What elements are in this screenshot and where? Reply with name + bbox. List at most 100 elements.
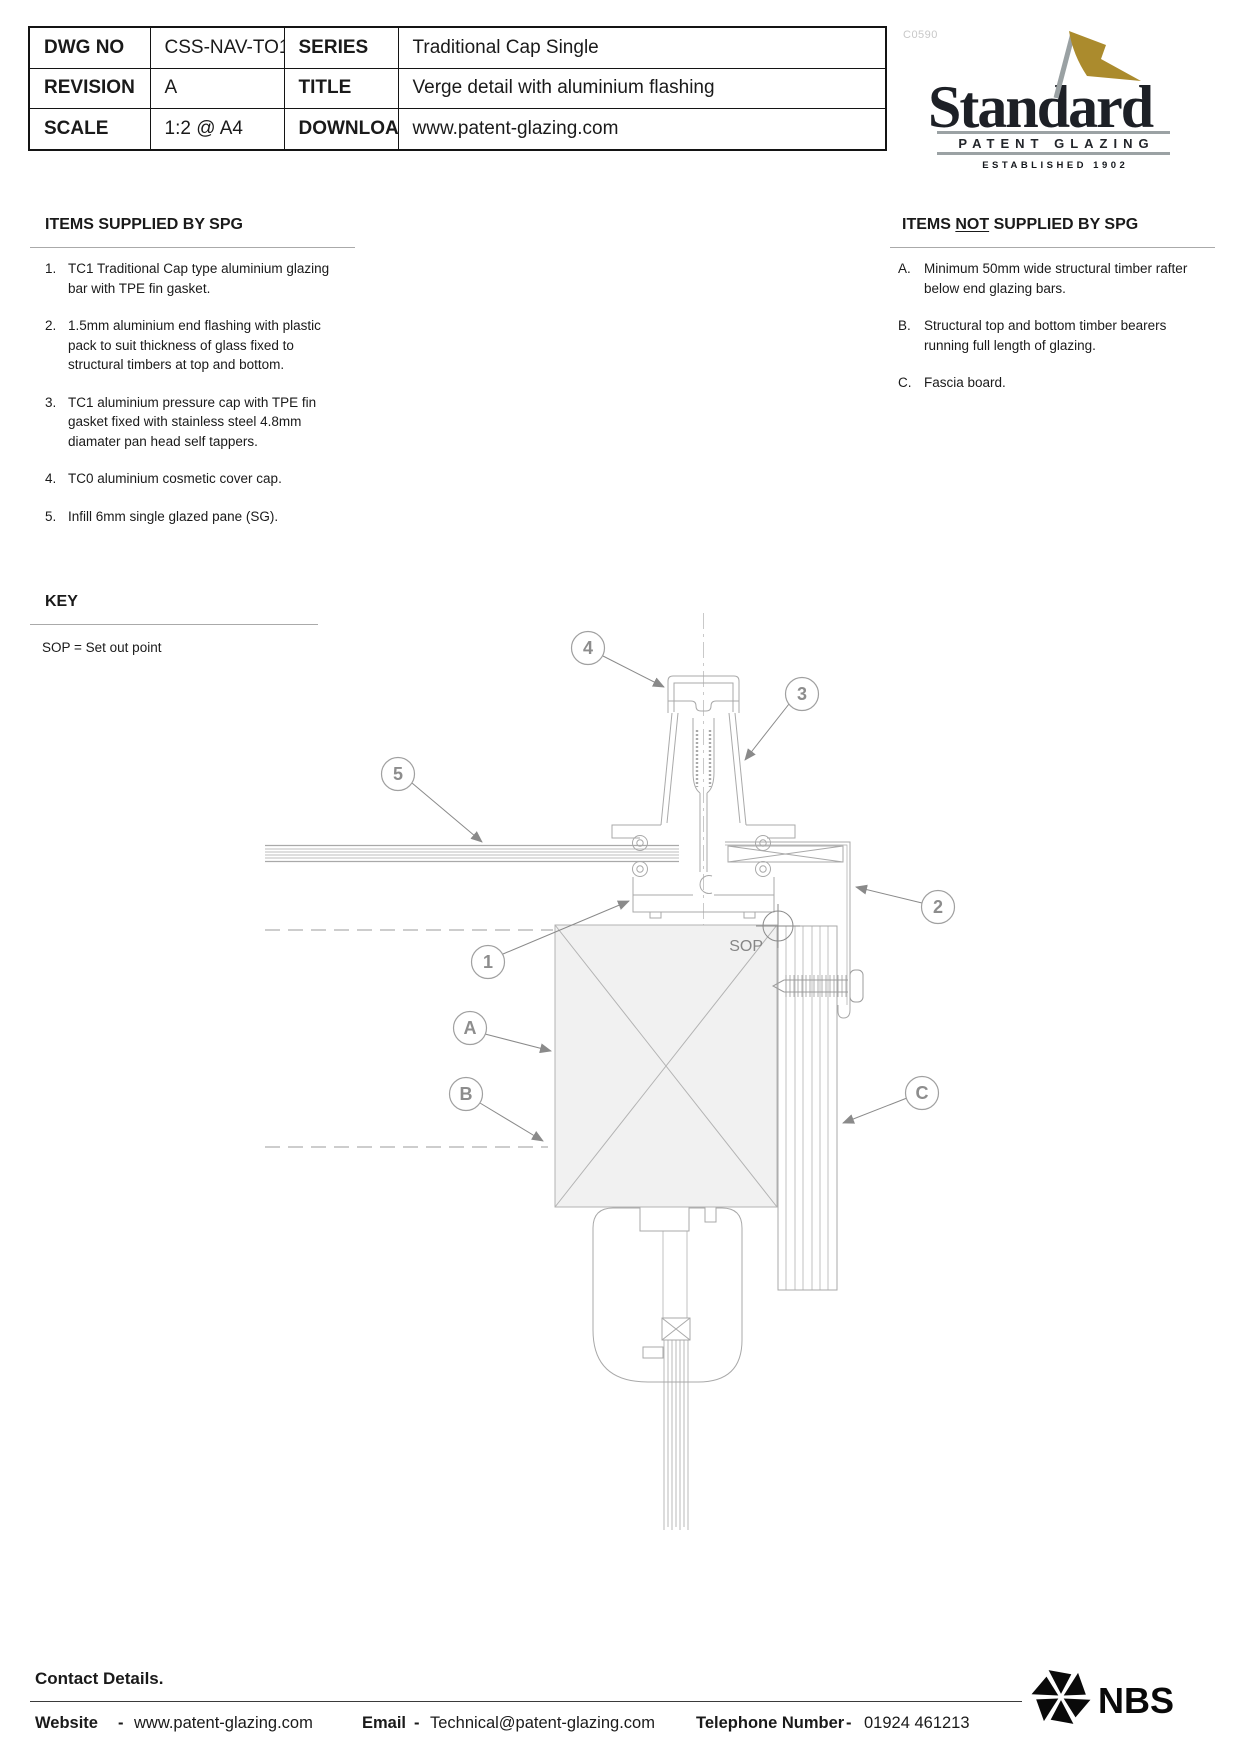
sop-label: SOP bbox=[729, 938, 763, 955]
flag-icon bbox=[1053, 31, 1141, 99]
balloon-B bbox=[448, 1076, 484, 1112]
logo-subtitle: PATENT GLAZING bbox=[958, 136, 1155, 151]
svg-text:5: 5 bbox=[393, 764, 403, 784]
svg-text:4: 4 bbox=[583, 638, 593, 658]
glass-pane bbox=[265, 844, 679, 863]
svg-text:3: 3 bbox=[797, 684, 807, 704]
title-value: Verge detail with aluminium flashing bbox=[397, 67, 887, 110]
footer-separator: - bbox=[414, 1714, 420, 1732]
list-item: 5. Infill 6mm single glazed pane (SG). bbox=[45, 507, 338, 527]
phone-label: Telephone Number bbox=[696, 1714, 845, 1732]
callout-balloons bbox=[380, 630, 956, 1112]
item-text: Structural top and bottom timber bearers… bbox=[924, 318, 1167, 353]
svg-text:1: 1 bbox=[483, 952, 493, 972]
supplied-list: 1. TC1 Traditional Cap type aluminium gl… bbox=[45, 259, 338, 544]
scale-value: 1:2 @ A4 bbox=[149, 108, 285, 151]
contact-details-heading: Contact Details. bbox=[35, 1669, 164, 1688]
item-number: 1. bbox=[45, 261, 57, 276]
pressure-cap bbox=[660, 712, 673, 826]
email-label: Email bbox=[362, 1714, 407, 1732]
item-text: TC1 Traditional Cap type aluminium glazi… bbox=[68, 261, 330, 296]
svg-text:B: B bbox=[460, 1084, 473, 1104]
item-number: 3. bbox=[45, 394, 57, 410]
balloon-4 bbox=[570, 630, 606, 666]
website-value: www.patent-glazing.com bbox=[134, 1714, 313, 1732]
section-rule bbox=[30, 624, 318, 625]
list-item: 4. TC0 aluminium cosmetic cover cap. bbox=[45, 469, 338, 489]
logo-divider bbox=[937, 152, 1170, 155]
bottom-flashing bbox=[592, 1207, 743, 1383]
logo-divider bbox=[937, 131, 1170, 134]
logo-wordmark: Standard bbox=[928, 74, 1154, 140]
item-text: Infill 6mm single glazed pane (SG). bbox=[68, 508, 279, 524]
download-label: DOWNLOAD bbox=[283, 108, 399, 151]
item-number: 2. bbox=[45, 318, 57, 333]
footer-rule bbox=[30, 1701, 1022, 1702]
nbs-logo-icon bbox=[1031, 1670, 1091, 1724]
footer-separator: - bbox=[846, 1714, 852, 1732]
item-letter: C. bbox=[898, 375, 912, 390]
bearer-dashed-lines bbox=[265, 929, 553, 1148]
email-value: Technical@patent-glazing.com bbox=[430, 1714, 655, 1732]
cover-cap bbox=[667, 675, 740, 713]
series-value: Traditional Cap Single bbox=[397, 26, 887, 69]
bottom-glass bbox=[663, 1340, 689, 1530]
item-number: 5. bbox=[45, 508, 57, 524]
section-rule bbox=[30, 247, 355, 248]
title-block-row: DWG NO CSS-NAV-TO1 SERIES Traditional Ca… bbox=[28, 26, 887, 69]
leader-lines bbox=[411, 655, 923, 1142]
list-item: 3. TC1 aluminium pressure cap with TPE f… bbox=[45, 393, 338, 452]
fascia-board bbox=[777, 925, 838, 1291]
series-label: SERIES bbox=[283, 26, 399, 69]
balloon-5 bbox=[380, 756, 416, 792]
item-text: Fascia board. bbox=[924, 375, 1006, 390]
balloon-C bbox=[904, 1075, 940, 1111]
section-rule bbox=[890, 247, 1215, 248]
dwg-no-label: DWG NO bbox=[28, 26, 151, 69]
key-text: SOP = Set out point bbox=[42, 640, 162, 655]
not-supplied-heading: ITEMS NOT SUPPLIED BY SPG bbox=[902, 216, 1139, 233]
revision-label: REVISION bbox=[28, 67, 151, 110]
website-label: Website bbox=[35, 1714, 98, 1732]
list-item: 1. TC1 Traditional Cap type aluminium gl… bbox=[45, 259, 338, 298]
title-block-row: REVISION A TITLE Verge detail with alumi… bbox=[28, 67, 887, 110]
title-block: DWG NO CSS-NAV-TO1 SERIES Traditional Ca… bbox=[28, 26, 887, 151]
balloon-3 bbox=[784, 676, 820, 712]
list-item: C. Fascia board. bbox=[898, 373, 1194, 393]
packing-piece bbox=[727, 845, 844, 863]
scale-label: SCALE bbox=[28, 108, 151, 151]
key-heading: KEY bbox=[45, 593, 78, 610]
sop-marker bbox=[756, 904, 800, 948]
svg-text:A: A bbox=[464, 1018, 477, 1038]
balloon-2 bbox=[920, 889, 956, 925]
phone-value: 01924 461213 bbox=[864, 1714, 970, 1732]
svg-text:C: C bbox=[916, 1083, 929, 1103]
item-text: 1.5mm aluminium end flashing with plasti… bbox=[68, 318, 321, 372]
item-letter: B. bbox=[898, 318, 911, 333]
item-text: TC1 aluminium pressure cap with TPE fin … bbox=[68, 394, 317, 449]
balloon-labels: 4 3 5 1 2 A B C bbox=[393, 638, 943, 1104]
section-linework bbox=[265, 613, 864, 1530]
title-block-row: SCALE 1:2 @ A4 DOWNLOAD www.patent-glazi… bbox=[28, 108, 887, 151]
list-item: B. Structural top and bottom timber bear… bbox=[898, 316, 1194, 355]
download-value: www.patent-glazing.com bbox=[397, 108, 887, 151]
nbs-logo-text: NBS bbox=[1098, 1680, 1175, 1721]
item-letter: A. bbox=[898, 261, 911, 276]
svg-text:2: 2 bbox=[933, 897, 943, 917]
supplied-heading: ITEMS SUPPLIED BY SPG bbox=[45, 216, 243, 233]
not-supplied-list: A. Minimum 50mm wide structural timber r… bbox=[898, 259, 1194, 411]
screw-icon bbox=[771, 969, 864, 1003]
end-flashing bbox=[725, 841, 851, 1019]
footer-separator: - bbox=[118, 1714, 124, 1732]
revision-value: A bbox=[149, 67, 285, 110]
reference-code: C0590 bbox=[903, 29, 938, 41]
logo-established: ESTABLISHED 1902 bbox=[982, 160, 1129, 171]
item-text: Minimum 50mm wide structural timber raft… bbox=[924, 261, 1188, 296]
balloon-A bbox=[452, 1010, 488, 1046]
list-item: A. Minimum 50mm wide structural timber r… bbox=[898, 259, 1194, 298]
title-label: TITLE bbox=[283, 67, 399, 110]
dwg-no-value: CSS-NAV-TO1 bbox=[149, 26, 285, 69]
list-item: 2. 1.5mm aluminium end flashing with pla… bbox=[45, 316, 338, 375]
